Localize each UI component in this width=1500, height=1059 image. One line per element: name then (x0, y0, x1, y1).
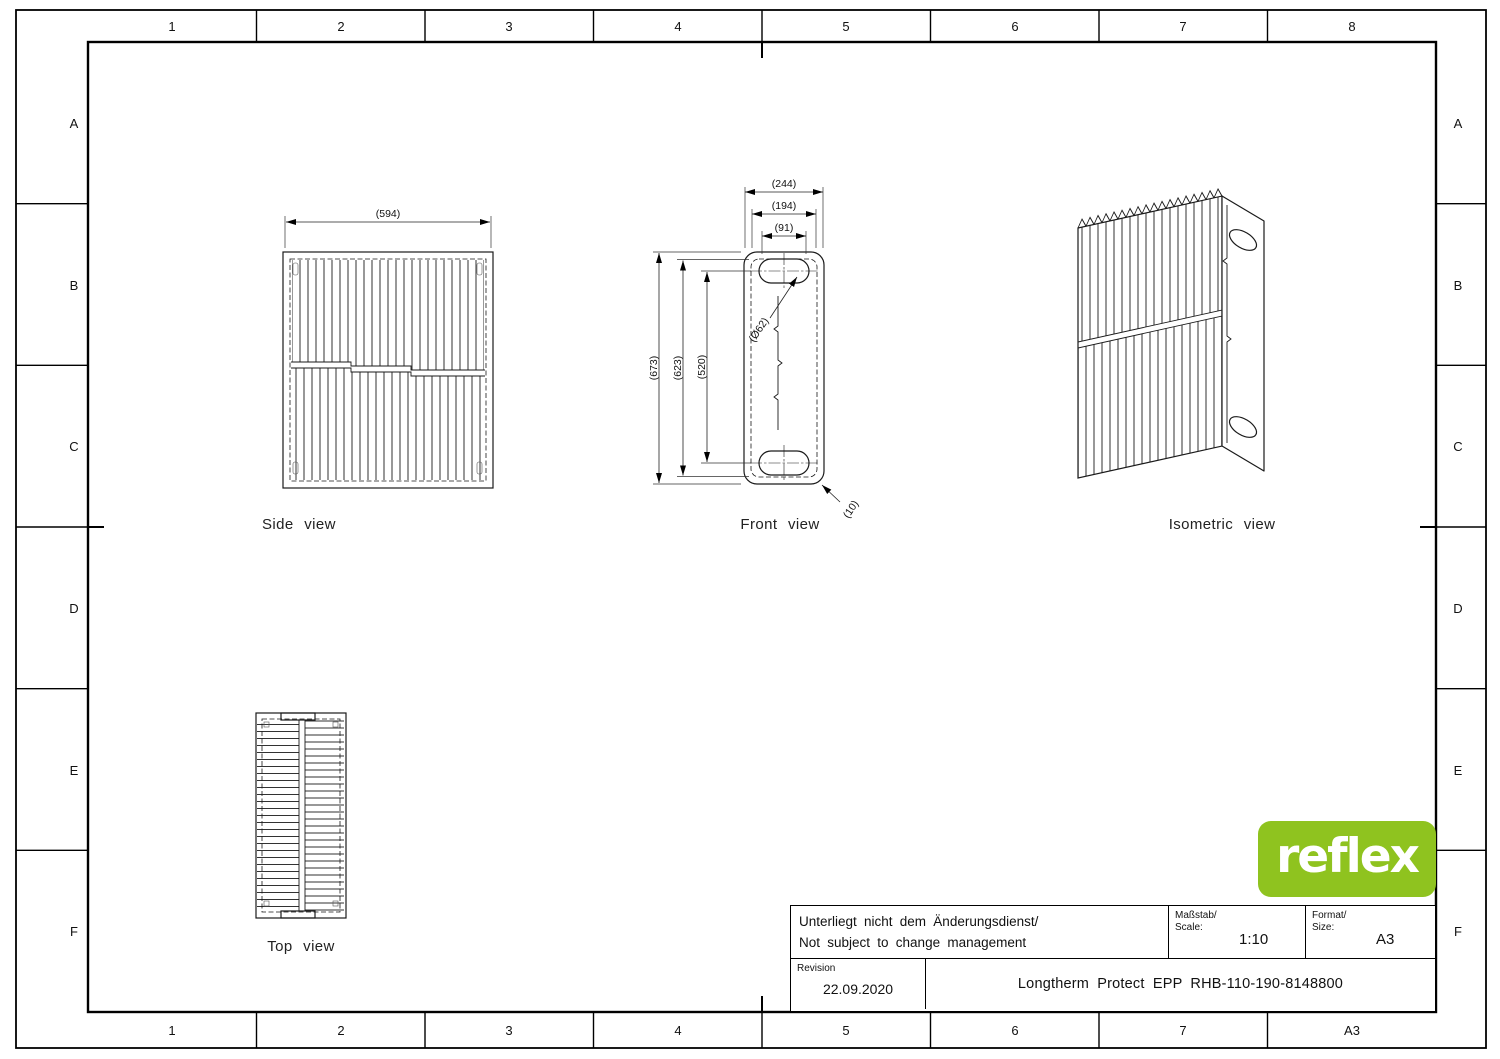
scale-value: 1:10 (1239, 931, 1269, 948)
front-inner-width-dim: (194) (772, 200, 797, 212)
zone-label: 2 (337, 19, 344, 34)
scale-cell: Maßstab/ Scale: 1:10 (1169, 906, 1306, 958)
zone-label: E (1454, 763, 1463, 778)
side-width-dim: (594) (376, 208, 401, 220)
zone-labels-top: 1 2 3 4 5 6 7 8 (168, 19, 1355, 34)
zone-labels-bottom: 1 2 3 4 5 6 7 A3 (168, 1023, 1360, 1038)
top-view (255, 712, 347, 919)
zone-label: D (69, 601, 78, 616)
zone-label: 6 (1011, 19, 1018, 34)
reflex-wordmark: reflex (1276, 828, 1420, 884)
front-view: (244) (194) (91) (673) (623) (520) (Ø62)… (648, 178, 861, 521)
front-view-label: Front view (740, 516, 819, 533)
zone-label: 4 (674, 1023, 681, 1038)
zone-label: C (69, 439, 78, 454)
zone-label: D (1453, 601, 1462, 616)
revision-date: 22.09.2020 (822, 981, 894, 997)
zone-label: 3 (505, 1023, 512, 1038)
zone-label: 7 (1179, 1023, 1186, 1038)
title-block: Unterliegt nicht dem Änderungsdienst/ No… (790, 905, 1436, 1012)
zone-labels-left: A B C D E F (69, 116, 78, 939)
zone-label: 1 (168, 19, 175, 34)
drawing-frame (15, 9, 1487, 1049)
scale-label-de: Maßstab/ (1175, 910, 1217, 921)
side-view: (594) (282, 208, 494, 489)
reflex-logo: reflex (1258, 821, 1436, 897)
front-slot-width-dim: (91) (775, 222, 794, 234)
zone-label: 6 (1011, 1023, 1018, 1038)
change-note-de: Unterliegt nicht dem Änderungsdienst/ (799, 914, 1039, 929)
zone-label: B (1454, 278, 1463, 293)
zone-label: 1 (168, 1023, 175, 1038)
zone-label: C (1453, 439, 1462, 454)
zone-label: 3 (505, 19, 512, 34)
zone-label: 4 (674, 19, 681, 34)
zone-label: F (70, 924, 78, 939)
title-block-row-1: Unterliegt nicht dem Änderungsdienst/ No… (791, 906, 1435, 959)
top-view-label: Top view (267, 938, 335, 955)
zone-labels-right: A B C D E F (1453, 116, 1462, 939)
revision-cell: Revision 22.09.2020 (791, 959, 926, 1009)
title-block-row-2: Revision 22.09.2020 Longtherm Protect EP… (791, 959, 1435, 1009)
front-slot-spacing-dim: (520) (696, 355, 708, 380)
format-label-de: Format/ (1312, 910, 1347, 921)
zone-label: 5 (842, 1023, 849, 1038)
format-value: A3 (1376, 931, 1395, 948)
drawing-title: Longtherm Protect EPP RHB-110-190-814880… (1017, 976, 1344, 992)
front-outer-height-dim: (673) (648, 356, 660, 381)
zone-label: A (70, 116, 79, 131)
zone-label: A (1454, 116, 1463, 131)
front-outer-width-dim: (244) (772, 178, 797, 190)
zone-label: E (70, 763, 79, 778)
isometric-view-label: Isometric view (1169, 516, 1276, 533)
format-cell: Format/ Size: A3 (1306, 906, 1435, 958)
side-view-label: Side view (262, 516, 336, 533)
front-inner-height-dim: (623) (672, 356, 684, 381)
zone-label: 2 (337, 1023, 344, 1038)
front-corner-dim: (10) (841, 498, 861, 520)
zone-label: F (1454, 924, 1462, 939)
change-note-cell: Unterliegt nicht dem Änderungsdienst/ No… (791, 906, 1169, 958)
zone-label: A3 (1344, 1023, 1360, 1038)
isometric-view (1077, 187, 1265, 479)
format-label-en: Size: (1312, 922, 1335, 933)
zone-label: 5 (842, 19, 849, 34)
zone-label: B (70, 278, 79, 293)
revision-label: Revision (797, 963, 836, 974)
scale-label-en: Scale: (1175, 922, 1203, 933)
front-slot-dia-dim: (Ø62) (747, 316, 772, 345)
change-note-en: Not subject to change management (799, 935, 1027, 950)
zone-label: 7 (1179, 19, 1186, 34)
zone-label: 8 (1348, 19, 1355, 34)
